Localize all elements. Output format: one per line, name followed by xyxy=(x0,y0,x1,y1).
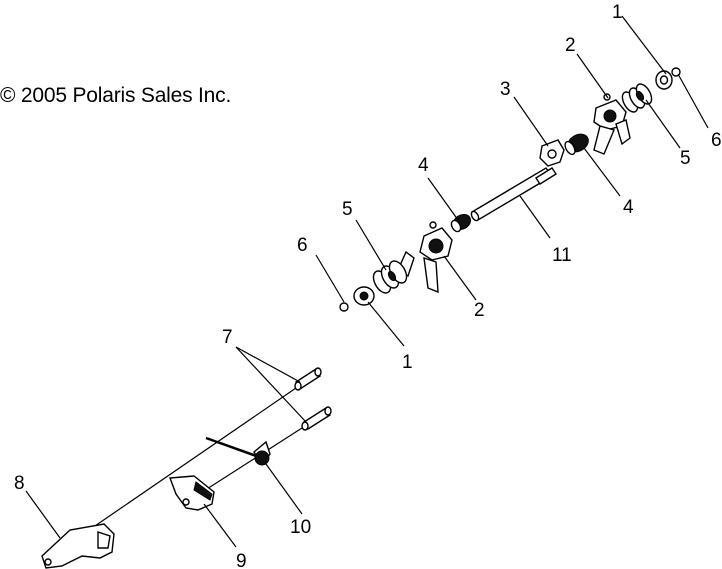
lever-8 xyxy=(41,523,115,569)
pin-upper xyxy=(294,367,322,391)
shift-fork-top xyxy=(593,93,631,155)
pin-lower xyxy=(301,406,332,431)
callout-6-right: 6 xyxy=(711,130,722,151)
leader-lines xyxy=(25,15,709,548)
washer-top xyxy=(655,70,673,90)
callout-4-mid: 4 xyxy=(418,155,429,176)
callout-11: 11 xyxy=(552,245,572,266)
spring-right xyxy=(564,133,589,156)
callout-2-mid: 2 xyxy=(474,300,485,321)
callout-5-left: 5 xyxy=(342,199,353,220)
callout-8: 8 xyxy=(14,473,25,494)
shift-fork-mid xyxy=(397,221,453,294)
shift-shaft xyxy=(470,167,557,222)
spring-mid xyxy=(450,213,472,233)
callout-10: 10 xyxy=(290,517,311,538)
callout-7: 7 xyxy=(222,327,233,348)
spring-left xyxy=(372,260,408,294)
callout-9: 9 xyxy=(236,551,247,569)
bracket-9 xyxy=(169,475,215,511)
shift-fork-3 xyxy=(539,139,565,167)
linkage-rods xyxy=(91,387,303,529)
callout-5-right: 5 xyxy=(680,148,691,169)
callout-labels: 1 2 3 6 5 4 4 11 5 6 2 1 7 8 10 9 xyxy=(14,2,722,569)
callout-6-left: 6 xyxy=(297,235,308,256)
washer-mid xyxy=(353,286,375,306)
callout-1-top: 1 xyxy=(612,2,623,23)
callout-4-right: 4 xyxy=(623,197,634,218)
clip-10 xyxy=(205,436,271,466)
nut-left xyxy=(339,302,349,312)
copyright-notice: © 2005 Polaris Sales Inc. xyxy=(0,84,232,107)
spring-top-right xyxy=(621,83,653,113)
callout-2-top: 2 xyxy=(565,35,576,56)
callout-3: 3 xyxy=(500,79,511,100)
callout-1-mid: 1 xyxy=(402,352,413,373)
